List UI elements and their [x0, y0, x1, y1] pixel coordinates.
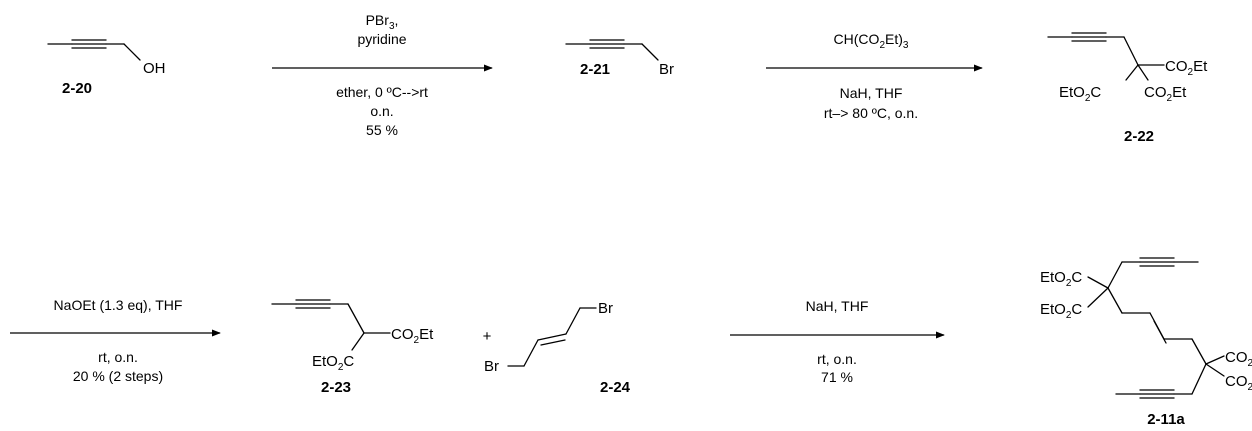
reagent-triethyl-methanetricarboxylate: CH(CO2Et)3: [834, 31, 909, 51]
condition-base-solvent: NaH, THF: [806, 298, 869, 314]
ester-group-2: EtO2C: [312, 353, 354, 373]
ester-group-1: CO2Et: [1165, 58, 1208, 78]
condition-base-solvent: NaH, THF: [840, 85, 903, 101]
condition-solvent-temp: ether, 0 ºC-->rt: [336, 84, 428, 100]
ester-group-1: CO2Et: [391, 326, 434, 346]
reaction-arrow-2: CH(CO2Et)3 NaH, THF rt–> 80 ºC, o.n.: [766, 31, 983, 121]
condition-time: o.n.: [370, 103, 393, 119]
compound-label-2-21: 2-21: [580, 61, 610, 78]
condition-yield: 20 % (2 steps): [73, 368, 163, 384]
compound-label-2-20: 2-20: [62, 80, 92, 97]
ester-group-2: EtO2C: [1059, 84, 1101, 104]
ester-group-3: CO2Et: [1225, 349, 1252, 369]
bromo-label: Br: [659, 61, 674, 78]
molecule-2-11a: EtO2C EtO2C CO2Et CO2Et 2-11a: [1040, 257, 1252, 428]
reaction-arrow-3: NaOEt (1.3 eq), THF rt, o.n. 20 % (2 ste…: [10, 297, 221, 384]
bromo-label-top: Br: [598, 300, 613, 317]
bromo-label-bottom: Br: [484, 358, 499, 375]
plus-sign: +: [483, 328, 492, 345]
molecule-2-20: OH 2-20: [47, 39, 166, 97]
hydroxyl-label: OH: [143, 60, 166, 77]
compound-label-2-22: 2-22: [1124, 128, 1154, 145]
reagent-sodium-ethoxide: NaOEt (1.3 eq), THF: [54, 297, 183, 313]
reaction-arrow-4: NaH, THF rt, o.n. 71 %: [730, 298, 945, 385]
compound-label-2-11a: 2-11a: [1147, 411, 1185, 428]
molecule-2-24: Br Br 2-24: [484, 300, 631, 396]
reagent-pyridine: pyridine: [357, 31, 406, 47]
molecule-2-21: Br 2-21: [565, 39, 674, 78]
ester-group-2: EtO2C: [1040, 301, 1082, 321]
condition-temp-time: rt, o.n.: [98, 349, 138, 365]
compound-label-2-24: 2-24: [600, 379, 631, 396]
condition-yield: 55 %: [366, 122, 398, 138]
condition-temp-time: rt–> 80 ºC, o.n.: [824, 105, 918, 121]
molecule-2-22: CO2Et EtO2C CO2Et 2-22: [1047, 32, 1208, 145]
condition-temp-time: rt, o.n.: [817, 351, 857, 367]
compound-label-2-23: 2-23: [321, 379, 351, 396]
reaction-arrow-1: PBr3, pyridine ether, 0 ºC-->rt o.n. 55 …: [272, 12, 493, 138]
ester-group-4: CO2Et: [1225, 373, 1252, 393]
ester-group-3: CO2Et: [1144, 84, 1187, 104]
ester-group-1: EtO2C: [1040, 269, 1082, 289]
condition-yield: 71 %: [821, 369, 853, 385]
reagent-pbr3: PBr3,: [366, 12, 399, 32]
molecule-2-23: CO2Et EtO2C 2-23: [271, 299, 434, 396]
